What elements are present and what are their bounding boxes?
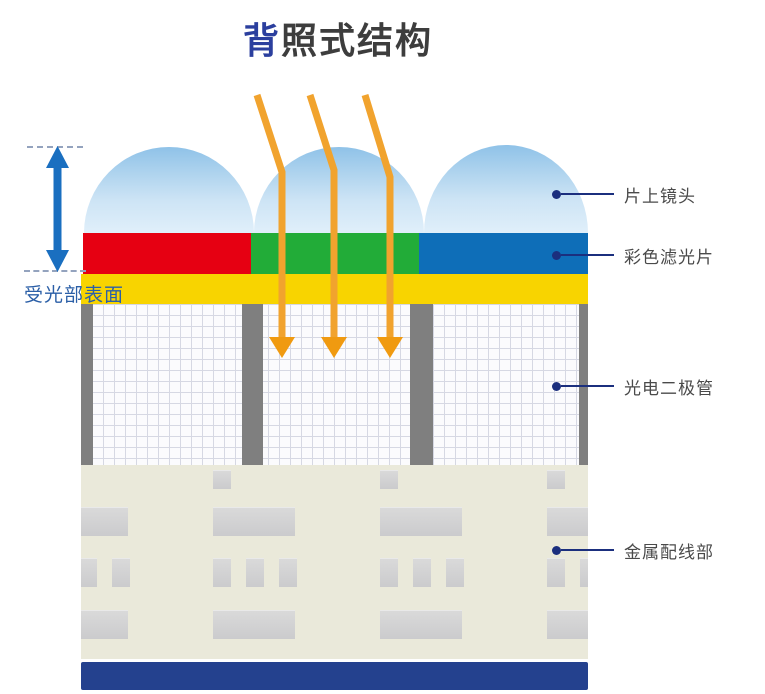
metal-via: [547, 470, 565, 489]
metal-wire: [213, 558, 231, 587]
microlens-dome-2: [254, 147, 424, 233]
leader-line: [561, 385, 614, 387]
color-filter-green: [251, 233, 419, 274]
metal-wire: [380, 507, 462, 536]
metal-wire: [547, 558, 565, 587]
metal-wiring-region: [81, 465, 588, 659]
metal-wire: [81, 558, 97, 587]
metal-wire: [580, 558, 588, 587]
pixel-separator-1: [81, 304, 93, 465]
label-row-photodiode: 光电二极管: [552, 374, 714, 399]
surface-label: 受光部表面: [24, 284, 125, 306]
label-onchip-lens: 片上镜头: [624, 186, 696, 207]
microlens-dome-1: [84, 147, 254, 233]
page-title: 背照式结构: [0, 12, 676, 64]
leader-dot-icon: [552, 189, 561, 199]
title-rest: 照式结构: [281, 21, 434, 62]
leader-dot-icon: [552, 250, 561, 260]
label-color-filter: 彩色滤光片: [624, 247, 714, 268]
label-metal-wiring: 金属配线部: [624, 542, 714, 563]
metal-wire: [380, 558, 398, 587]
photodiode-region: [81, 304, 588, 465]
metal-wire: [547, 610, 588, 639]
leader-line: [561, 254, 614, 256]
metal-wire: [112, 558, 130, 587]
metal-wire: [413, 558, 431, 587]
measure-arrow: [46, 146, 69, 272]
leader-dot-icon: [552, 381, 561, 391]
color-filter-red: [83, 233, 251, 274]
metal-via: [213, 470, 231, 489]
leader-line: [561, 549, 614, 551]
metal-wire: [380, 610, 462, 639]
metal-wire: [279, 558, 297, 587]
light-receiving-surface: [81, 274, 588, 304]
substrate-bar: [81, 662, 588, 690]
leader-dot-icon: [552, 545, 561, 555]
label-row-onchip-lens: 片上镜头: [552, 182, 696, 207]
metal-wire: [81, 610, 128, 639]
title-highlight-char: 背: [242, 21, 281, 62]
measure-arrowhead-down-icon: [46, 250, 69, 272]
measure-arrowhead-up-icon: [46, 146, 69, 168]
metal-wire: [246, 558, 264, 587]
dashed-line-top: [27, 146, 83, 148]
pixel-separator-2: [242, 304, 263, 465]
metal-wire: [213, 507, 295, 536]
label-row-color-filter: 彩色滤光片: [552, 243, 714, 268]
metal-wire: [81, 507, 128, 536]
metal-wire: [213, 610, 295, 639]
label-row-metal-wiring: 金属配线部: [552, 538, 714, 563]
pixel-separator-4: [579, 304, 588, 465]
dashed-line-bottom: [24, 270, 86, 272]
label-photodiode: 光电二极管: [624, 378, 714, 399]
metal-wire: [446, 558, 464, 587]
leader-line: [561, 193, 614, 195]
pixel-separator-3: [410, 304, 433, 465]
metal-wire: [547, 507, 588, 536]
metal-via: [380, 470, 398, 489]
